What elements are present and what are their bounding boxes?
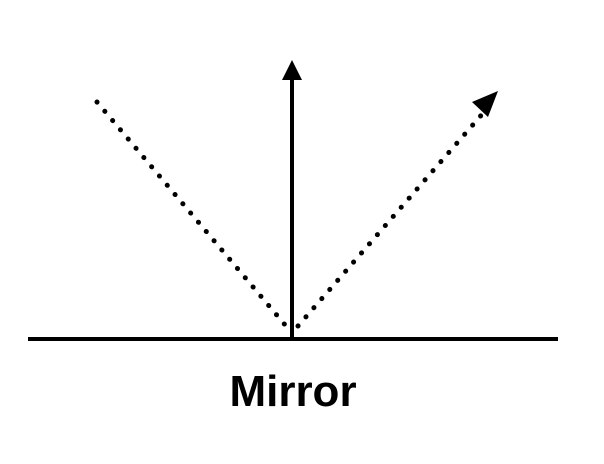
normal-arrowhead xyxy=(282,60,302,80)
incident-ray xyxy=(94,99,289,329)
mirror-label: Mirror xyxy=(229,367,356,416)
reflected-ray xyxy=(295,109,487,329)
reflected-ray-arrowhead xyxy=(472,91,498,117)
